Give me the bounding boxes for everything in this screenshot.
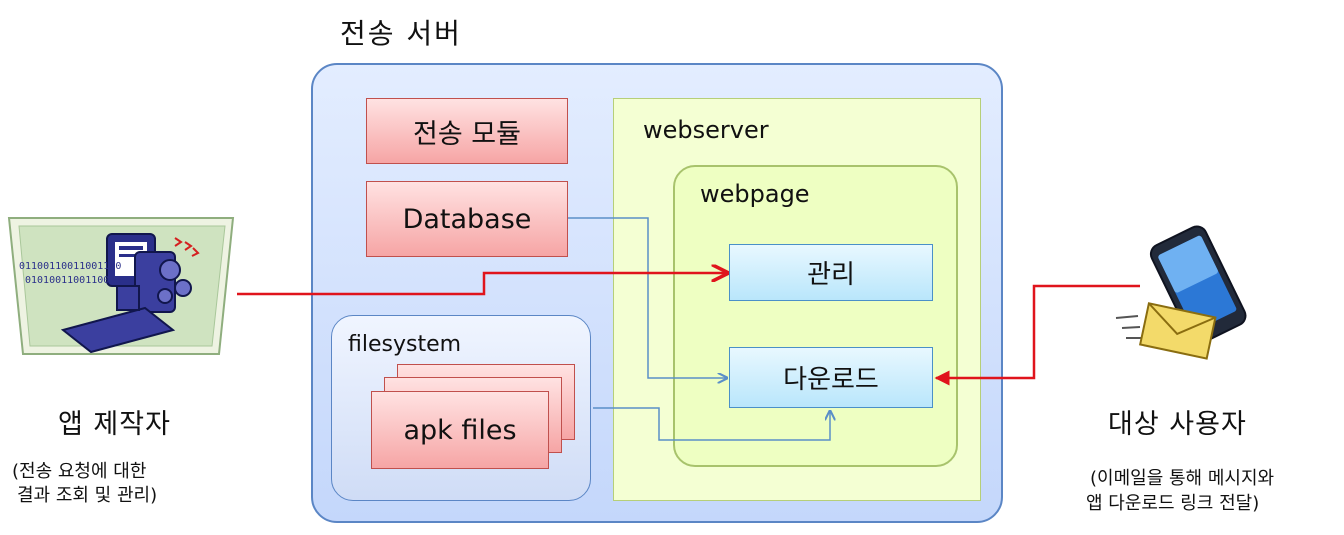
phone-mail-icon <box>1115 225 1247 360</box>
download-box: 다운로드 <box>729 347 933 408</box>
app-producer-note-line2: 결과 조회 및 관리) <box>17 485 158 506</box>
transfer-module-box: 전송 모듈 <box>366 98 568 164</box>
database-label: Database <box>402 203 532 235</box>
webpage-container <box>673 165 958 467</box>
apk-files-label: apk files <box>403 414 517 446</box>
webserver-label: webserver <box>643 116 769 144</box>
user-to-download-arrow <box>934 284 1140 386</box>
producer-to-manage-arrow <box>237 273 727 296</box>
manage-label: 관리 <box>807 260 855 290</box>
target-user-label: 대상 사용자 <box>1108 409 1247 440</box>
target-user-note-line2: 앱 다운로드 링크 전달) <box>1086 493 1260 514</box>
apk-files-box: apk files <box>371 391 549 469</box>
app-producer-label: 앱 제작자 <box>58 409 171 440</box>
app-producer-note-line1: (전송 요청에 대한 <box>12 461 147 482</box>
binary-line-2: 0101001100110011 <box>25 275 121 286</box>
computer-binary-icon: 01100110011001100 0101001100110011 <box>7 217 235 355</box>
server-title: 전송 서버 <box>340 17 462 50</box>
database-to-download-arrow <box>568 217 727 378</box>
apk-files-to-download-arrow <box>593 407 830 441</box>
manage-box: 관리 <box>729 244 933 301</box>
filesystem-label: filesystem <box>348 332 462 357</box>
database-box: Database <box>366 181 568 257</box>
download-label: 다운로드 <box>783 365 879 395</box>
webpage-label: webpage <box>700 180 810 208</box>
target-user-note-line1: (이메일을 통해 메시지와 <box>1090 468 1275 489</box>
binary-line-1: 01100110011001100 <box>19 261 121 272</box>
transfer-module-label: 전송 모듈 <box>413 118 521 150</box>
